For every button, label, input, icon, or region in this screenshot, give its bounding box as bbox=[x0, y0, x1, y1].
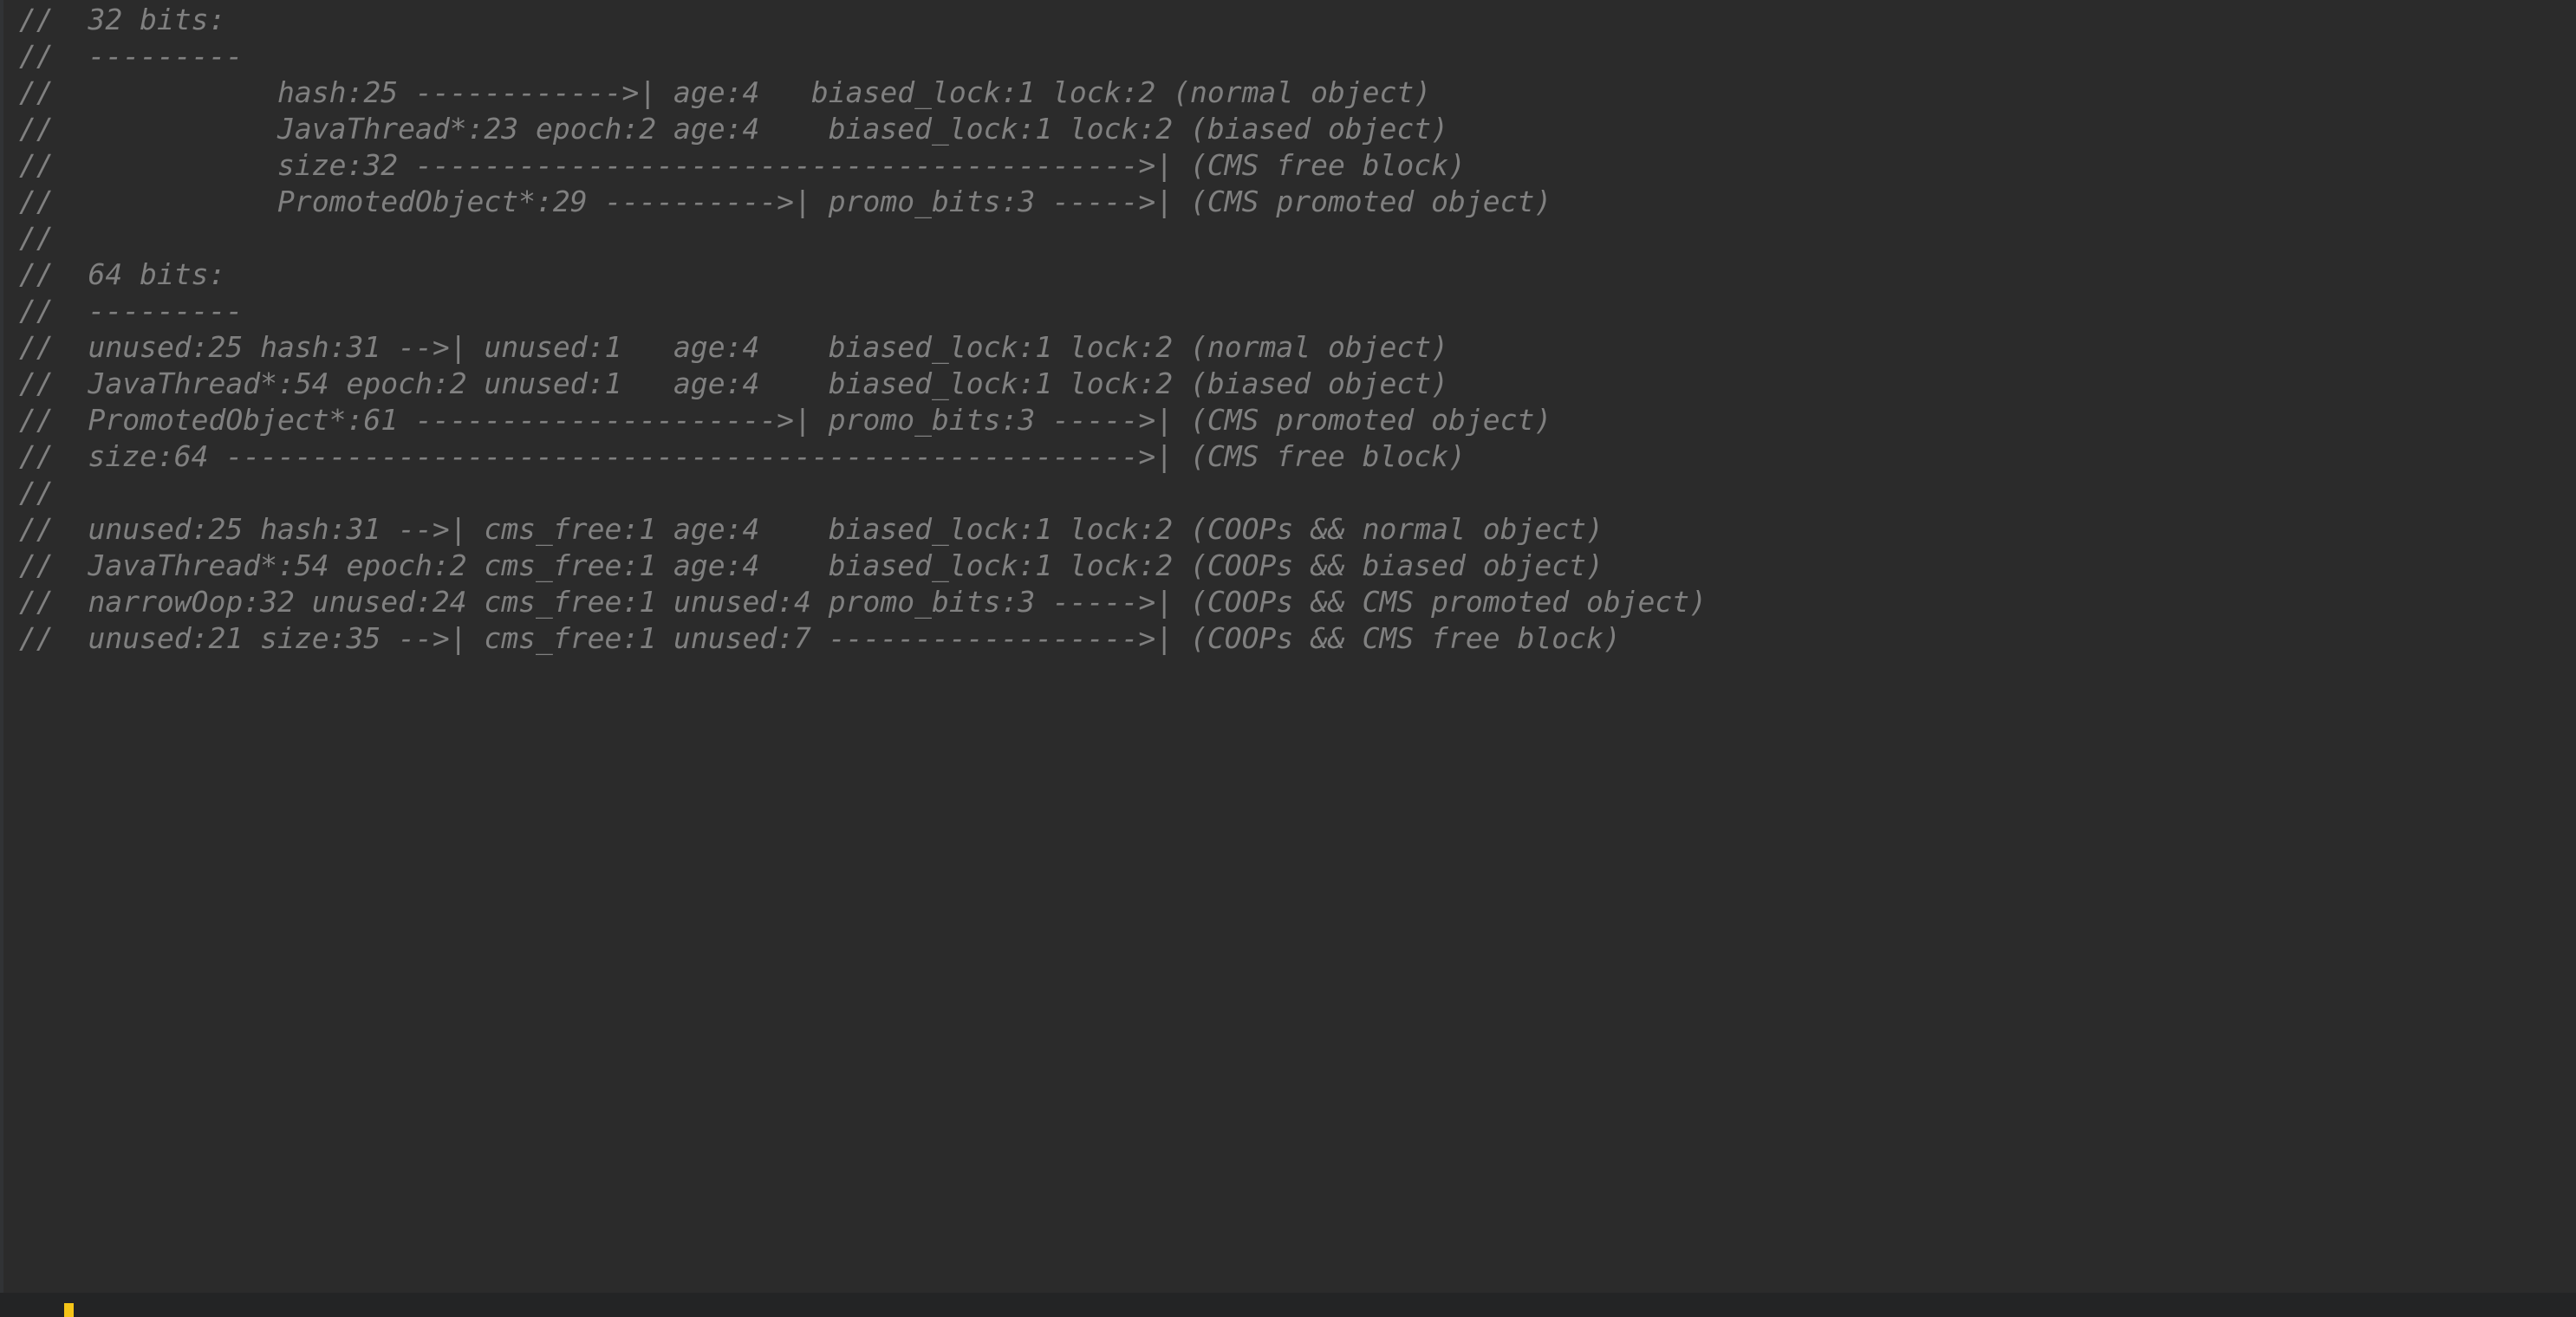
code-line[interactable]: // --------- bbox=[19, 294, 244, 328]
code-line[interactable]: // bbox=[19, 476, 54, 509]
editor-gutter-stripe bbox=[0, 0, 3, 1317]
editor-bottom-band bbox=[0, 1293, 2576, 1317]
code-line[interactable]: // narrowOop:32 unused:24 cms_free:1 unu… bbox=[19, 585, 1708, 619]
code-line[interactable]: // JavaThread*:23 epoch:2 age:4 biased_l… bbox=[19, 112, 1449, 146]
code-line[interactable]: // --------- bbox=[19, 39, 244, 73]
code-line[interactable]: // JavaThread*:54 epoch:2 cms_free:1 age… bbox=[19, 548, 1603, 582]
code-line[interactable]: // PromotedObject*:61 ------------------… bbox=[19, 403, 1552, 437]
code-line[interactable]: // 32 bits: bbox=[19, 3, 226, 36]
code-line[interactable]: // unused:21 size:35 -->| cms_free:1 unu… bbox=[19, 621, 1621, 655]
code-line[interactable]: // bbox=[19, 221, 54, 255]
code-line[interactable]: // JavaThread*:54 epoch:2 unused:1 age:4… bbox=[19, 367, 1449, 400]
code-line[interactable]: // 64 bits: bbox=[19, 257, 226, 291]
code-line[interactable]: // size:32 -----------------------------… bbox=[19, 148, 1466, 182]
code-line[interactable]: // PromotedObject*:29 ---------->| promo… bbox=[19, 185, 1552, 218]
code-line[interactable]: // size:64 -----------------------------… bbox=[19, 439, 1466, 473]
code-lines-container[interactable]: // 32 bits:// ---------// hash:25 ------… bbox=[0, 0, 2576, 657]
code-line[interactable]: // unused:25 hash:31 -->| unused:1 age:4… bbox=[19, 330, 1449, 364]
code-line[interactable]: // unused:25 hash:31 -->| cms_free:1 age… bbox=[19, 512, 1603, 546]
text-caret-icon bbox=[64, 1303, 74, 1317]
code-line[interactable]: // hash:25 ------------>| age:4 biased_l… bbox=[19, 75, 1432, 109]
